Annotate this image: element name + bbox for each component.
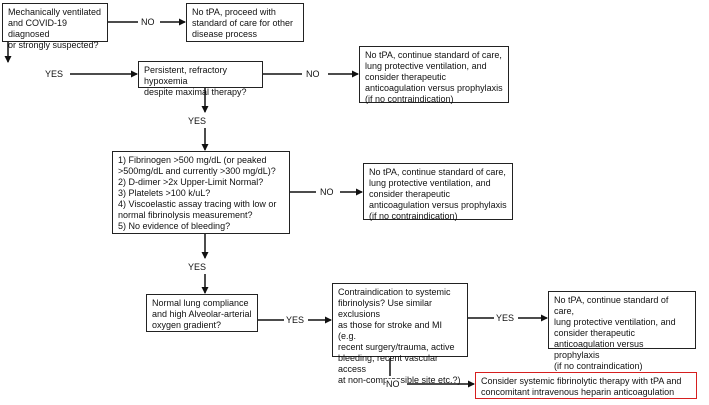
outcome-no-tpa-1: No tPA, continue standard of care, lung … [359,46,509,104]
question-lung-compliance: Normal lung compliance and high Alveolar… [146,294,258,332]
edge-label-yes-2: YES [188,116,207,127]
edge-label-yes-5: YES [496,313,515,324]
edge-label-yes-3: YES [188,262,207,273]
edge-label-yes-1: YES [45,69,64,80]
question-covid-ventilated: Mechanically ventilated and COVID-19 dia… [2,3,108,50]
outcome-no-tpa-3: No tPA, continue standard of care, lung … [548,291,696,371]
edge-label-no-3: NO [320,187,334,198]
question-refractory-hypoxemia: Persistent, refractory hypoxemia despite… [138,61,263,97]
outcome-no-tpa-other-process: No tPA, proceed with standard of care fo… [186,3,304,42]
recommendation-tpa-heparin: Consider systemic fibrinolytic therapy w… [475,372,697,399]
question-lab-criteria: 1) Fibrinogen >500 mg/dL (or peaked >500… [112,151,290,234]
question-fibrinolysis-contraindication: Contraindication to systemic fibrinolysi… [332,283,468,385]
edge-label-no-4: NO [386,379,400,390]
edge-label-yes-4: YES [286,315,305,326]
edge-label-no-1: NO [141,17,155,28]
edge-label-no-2: NO [306,69,320,80]
outcome-no-tpa-2: No tPA, continue standard of care, lung … [363,163,513,221]
